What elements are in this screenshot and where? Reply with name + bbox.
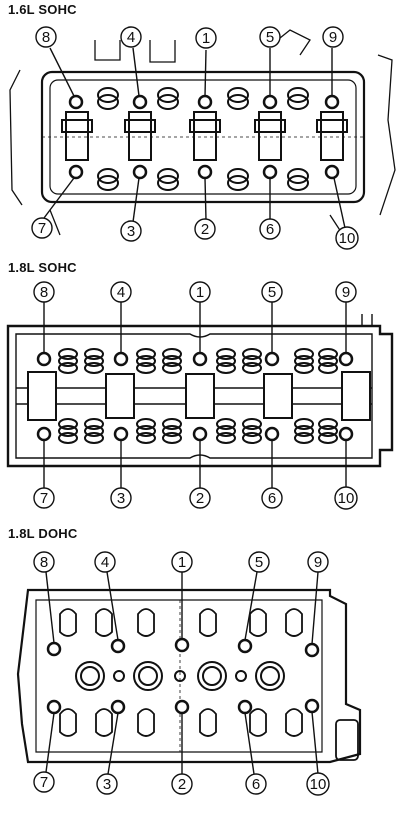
callout-7: 7 [33, 771, 55, 793]
rocker-shaft-brackets [61, 111, 348, 161]
callout-6: 6 [261, 487, 283, 509]
svg-text:1: 1 [196, 284, 204, 301]
valve-springs [58, 348, 338, 444]
callout-5: 5 [248, 551, 270, 573]
callout-3: 3 [120, 220, 142, 242]
svg-text:9: 9 [342, 284, 350, 301]
callouts-bottom: 7 3 2 6 10 [31, 217, 359, 250]
cylinder-head-outline [6, 314, 394, 468]
svg-text:6: 6 [252, 776, 260, 793]
panel-title: 1.6L SOHC [8, 2, 77, 17]
callout-2: 2 [171, 773, 193, 795]
callout-8: 8 [35, 26, 57, 48]
svg-text:8: 8 [40, 554, 48, 571]
svg-text:3: 3 [103, 776, 111, 793]
callout-9: 9 [335, 281, 357, 303]
svg-text:4: 4 [117, 284, 125, 301]
callout-4: 4 [120, 26, 142, 48]
svg-text:1: 1 [202, 30, 210, 47]
callout-7: 7 [33, 487, 55, 509]
callouts-top: 8 4 1 5 9 [35, 26, 344, 49]
cylinder-head-diagram-1-8l-dohc: 8 4 1 5 9 7 3 2 6 10 [16, 551, 362, 796]
cylinder-head-diagram-1-8l-sohc: 8 4 1 5 9 7 3 2 6 10 [6, 281, 394, 510]
svg-text:3: 3 [117, 490, 125, 507]
callouts-top: 8 4 1 5 9 [33, 551, 329, 573]
cylinder-head-outline [16, 588, 362, 764]
svg-text:6: 6 [268, 490, 276, 507]
callout-2: 2 [189, 487, 211, 509]
camshaft-lobes [59, 608, 303, 737]
svg-text:5: 5 [268, 284, 276, 301]
callout-8: 8 [33, 551, 55, 573]
svg-text:9: 9 [329, 29, 337, 46]
svg-text:7: 7 [40, 774, 48, 791]
svg-text:8: 8 [40, 284, 48, 301]
callout-1: 1 [195, 27, 217, 49]
svg-text:2: 2 [201, 221, 209, 238]
valve-springs [97, 87, 309, 191]
svg-text:1: 1 [178, 554, 186, 571]
head-bolts [68, 94, 340, 180]
svg-text:9: 9 [314, 554, 322, 571]
callout-2: 2 [194, 218, 216, 240]
callout-9: 9 [307, 551, 329, 573]
callout-9: 9 [322, 26, 344, 48]
callout-10: 10 [335, 226, 359, 250]
head-bolts [46, 637, 320, 715]
svg-text:7: 7 [38, 220, 46, 237]
callout-10: 10 [306, 772, 330, 796]
panel-title: 1.8L DOHC [8, 526, 78, 541]
svg-text:10: 10 [339, 230, 356, 247]
svg-text:5: 5 [255, 554, 263, 571]
callout-10: 10 [334, 486, 358, 510]
panel-1-8l-dohc: 1.8L DOHC [0, 524, 400, 808]
callout-leaders [45, 571, 319, 775]
rocker-shaft-brackets [27, 371, 371, 421]
callouts-bottom: 7 3 2 6 10 [33, 771, 330, 796]
svg-text:5: 5 [266, 29, 274, 46]
panel-1-6l-sohc: 1.6L SOHC [0, 0, 400, 255]
callouts-bottom: 7 3 2 6 10 [33, 486, 358, 510]
callout-1: 1 [189, 281, 211, 303]
svg-text:7: 7 [40, 490, 48, 507]
engine-outline [9, 29, 396, 239]
callout-1: 1 [171, 551, 193, 573]
head-bolts [36, 351, 354, 442]
callout-7: 7 [31, 217, 53, 239]
panel-title: 1.8L SOHC [8, 260, 77, 275]
svg-text:3: 3 [127, 223, 135, 240]
callout-3: 3 [110, 487, 132, 509]
callout-6: 6 [245, 773, 267, 795]
svg-text:8: 8 [42, 29, 50, 46]
cylinder-head-diagram-1-6l-sohc: 8 4 1 5 9 7 3 2 6 10 [9, 26, 396, 250]
callout-leaders [43, 47, 346, 229]
callout-5: 5 [261, 281, 283, 303]
callout-5: 5 [259, 26, 281, 48]
callout-3: 3 [96, 773, 118, 795]
svg-text:4: 4 [127, 29, 135, 46]
svg-text:4: 4 [101, 554, 109, 571]
callout-6: 6 [259, 218, 281, 240]
callout-4: 4 [94, 551, 116, 573]
callout-leaders [43, 301, 347, 488]
svg-text:2: 2 [178, 776, 186, 793]
svg-text:2: 2 [196, 490, 204, 507]
svg-text:6: 6 [266, 221, 274, 238]
cylinder-head-outline [40, 70, 366, 204]
svg-text:10: 10 [310, 776, 327, 793]
callouts-top: 8 4 1 5 9 [33, 281, 357, 303]
panel-1-8l-sohc: 1.8L SOHC [0, 258, 400, 520]
combustion-ports [75, 661, 285, 691]
callout-8: 8 [33, 281, 55, 303]
svg-text:10: 10 [338, 490, 355, 507]
callout-4: 4 [110, 281, 132, 303]
